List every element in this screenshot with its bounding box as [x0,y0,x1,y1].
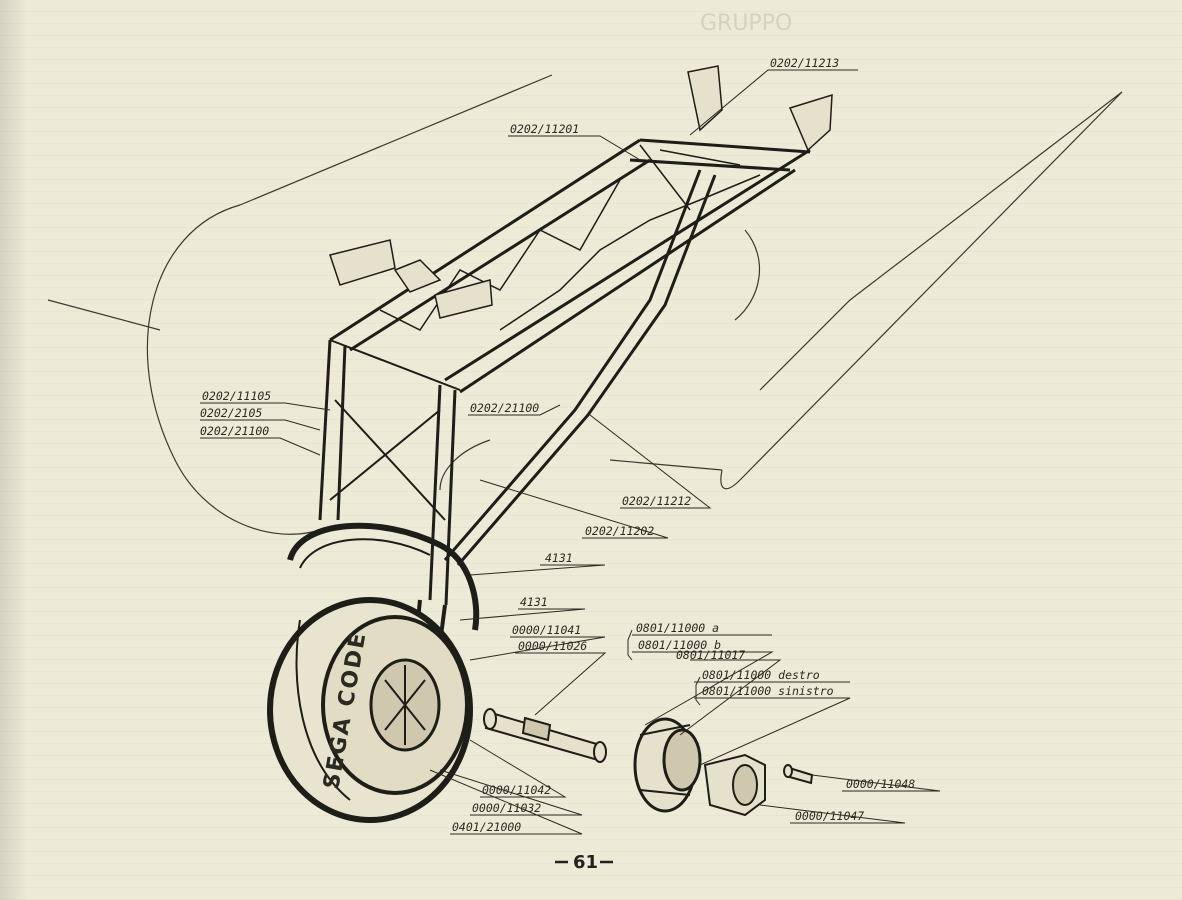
label-0000-11026: 0000/11026 [518,639,587,653]
label-0000-11032: 0000/11032 [472,801,541,815]
wheel [267,597,473,823]
truss-frame [318,65,833,706]
label-0000-11042: 0000/11042 [482,783,551,797]
leader-lines [200,69,941,835]
label-0801-11000-a: 0801/11000 a [636,621,719,635]
bolt-part [783,764,814,785]
label-0801-11000-destro: 0801/11000 destro [702,668,820,682]
axle-part [483,708,607,763]
label-0801-11017: 0801/11017 [676,648,745,662]
label-0202-11202: 0202/11202 [585,524,654,538]
label-0401-21000: 0401/21000 [452,820,521,834]
label-0202-11213: 0202/11213 [770,56,839,70]
nut-part [703,753,766,817]
label-0000-11047: 0000/11047 [795,809,864,823]
label-4131-a: 4131 [545,551,573,565]
label-0202-2105: 0202/2105 [200,406,262,420]
label-0000-11048: 0000/11048 [846,777,915,791]
part-labels: 0202/11213 0202/11201 0202/11105 0202/21… [200,56,915,834]
label-0202-21100-left: 0202/21100 [200,424,269,438]
brake-drum-part [633,717,702,813]
label-4131-b: 4131 [520,595,548,609]
fuselage-outline [47,74,1123,535]
label-0202-11201: 0202/11201 [510,122,579,136]
page-number-text: 61 [573,852,598,873]
label-0202-11212: 0202/11212 [622,494,691,508]
label-0000-11041: 0000/11041 [512,623,581,637]
label-0801-11000-sinistro: 0801/11000 sinistro [702,684,834,698]
label-0801-11000-b: 0801/11000 b [638,638,721,652]
mudguard [287,522,480,631]
label-0202-11105: 0202/11105 [202,389,271,403]
faint-header: GRUPPO [700,11,792,36]
label-0202-21100-mid: 0202/21100 [470,401,539,415]
page-number: 61 [555,852,613,873]
